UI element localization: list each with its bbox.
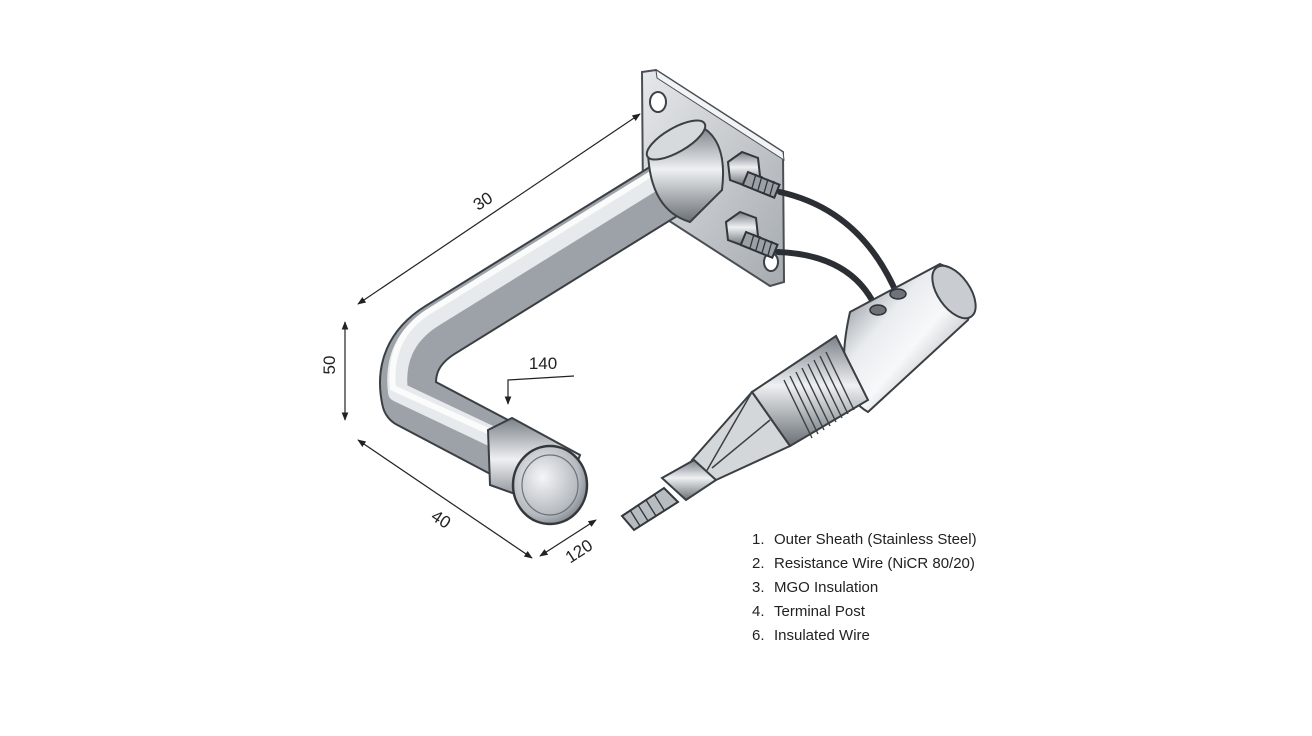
legend-text: Outer Sheath (Stainless Steel) xyxy=(774,531,977,548)
legend-text: Resistance Wire (NiCR 80/20) xyxy=(774,555,975,572)
legend-number: 4. xyxy=(752,603,765,620)
dimension-bottom-label: 40 xyxy=(428,506,454,532)
end-cap xyxy=(486,416,589,526)
legend-text: Insulated Wire xyxy=(774,627,870,644)
outer-sheath-tube xyxy=(379,150,706,484)
dimension-tip-line xyxy=(539,519,597,557)
legend-item: 4. Terminal Post xyxy=(752,600,977,624)
legend-number: 1. xyxy=(752,531,765,548)
legend-number: 3. xyxy=(752,579,765,596)
legend-item: 6. Insulated Wire xyxy=(752,624,977,648)
dimension-bottom-line xyxy=(357,439,533,559)
legend-number: 6. xyxy=(752,627,765,644)
cartridge-heater xyxy=(620,262,977,532)
dimension-tip-label: 120 xyxy=(562,536,596,567)
legend-item: 1. Outer Sheath (Stainless Steel) xyxy=(752,528,977,552)
terminal-posts xyxy=(724,150,781,260)
insulated-wires xyxy=(775,189,899,311)
legend-text: MGO Insulation xyxy=(774,579,879,596)
dimension-callout-leader xyxy=(504,375,575,405)
legend-number: 2. xyxy=(752,555,765,572)
dimension-top-label: 30 xyxy=(470,188,496,214)
legend-text: Terminal Post xyxy=(774,603,865,620)
dimension-top-line xyxy=(357,113,641,305)
dimension-height-label: 50 xyxy=(320,356,339,375)
legend-item: 3. MGO Insulation xyxy=(752,576,977,600)
parts-legend: 1. Outer Sheath (Stainless Steel) 2. Resis… xyxy=(752,528,977,648)
plate-collar xyxy=(645,119,724,224)
legend-item: 2. Resistance Wire (NiCR 80/20) xyxy=(752,552,977,576)
mounting-hole-icon xyxy=(649,91,667,113)
dimension-callout-label: 140 xyxy=(529,354,557,373)
dimension-lines xyxy=(341,113,641,559)
